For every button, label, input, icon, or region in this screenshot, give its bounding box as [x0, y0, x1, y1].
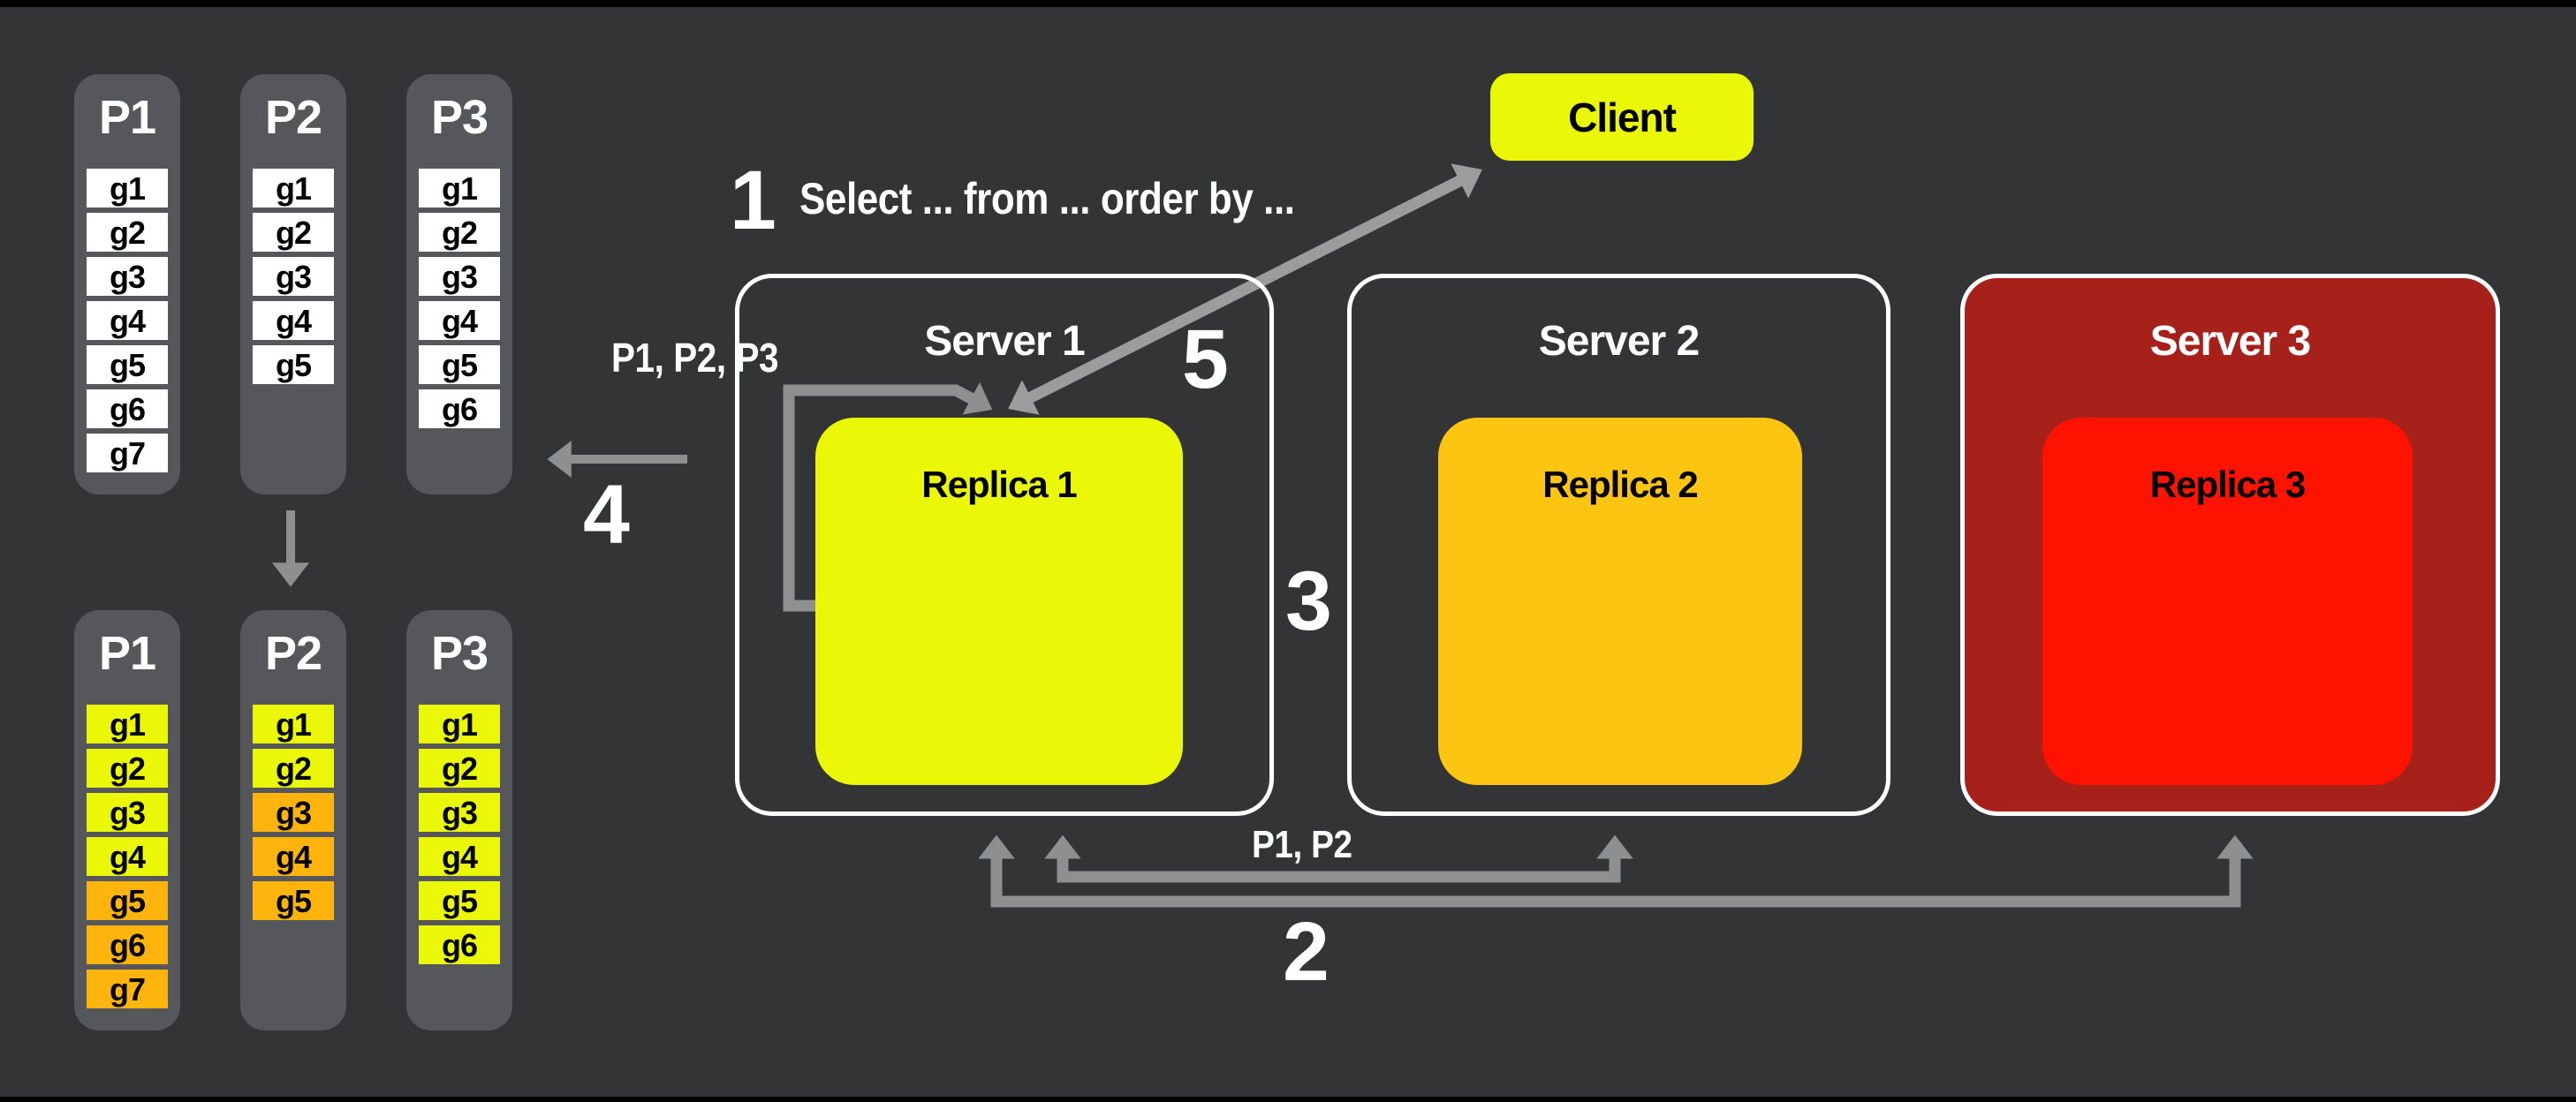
- partition-item-list: g1 g2 g3 g4 g5 g6 g7: [87, 705, 168, 1014]
- replica-1-box: Replica 1: [815, 418, 1183, 785]
- group-box-g5: g5: [419, 345, 500, 384]
- group-box-g4: g4: [253, 837, 334, 876]
- group-box-g4: g4: [253, 301, 334, 340]
- server-2-title: Server 2: [1538, 318, 1701, 365]
- partition-item-list: g1 g2 g3 g4 g5 g6: [419, 705, 500, 970]
- top-edge-bar: [0, 0, 2576, 7]
- group-box-g2: g2: [419, 213, 500, 252]
- server-1-box: Server 1 Replica 1: [735, 274, 1274, 816]
- group-box-g3: g3: [253, 793, 334, 832]
- group-box-g3: g3: [87, 257, 168, 296]
- step-number-5: 5: [1182, 313, 1229, 406]
- forward-to-server2-arrow: [1044, 834, 1633, 883]
- group-box-g1: g1: [419, 705, 500, 743]
- group-box-g6: g6: [87, 925, 168, 964]
- partition-label: P2: [264, 91, 322, 144]
- group-box-g6: g6: [419, 925, 500, 964]
- group-box-g4: g4: [87, 301, 168, 340]
- partition-column-p3-sorted: P3 g1 g2 g3 g4 g5 g6: [406, 610, 512, 1030]
- partition-group-sorted: P1 g1 g2 g3 g4 g5 g6 g7 P2 g1 g2 g3 g4 g5 P3 g1 g2 g3 g4 g5…: [74, 610, 534, 1032]
- group-box-g4: g4: [419, 837, 500, 876]
- group-box-g1: g1: [419, 169, 500, 208]
- partition-group-unsorted: P1 g1 g2 g3 g4 g5 g6 g7 P2 g1 g2 g3 g4 g5 P3 g1 g2 g3 g4 g5…: [74, 74, 534, 496]
- query-text: Select ... from ... order by ...: [799, 174, 1295, 223]
- group-box-g5: g5: [419, 881, 500, 920]
- group-box-g2: g2: [253, 749, 334, 788]
- server-1-title: Server 1: [924, 318, 1086, 365]
- partition-column-p2-sorted: P2 g1 g2 g3 g4 g5: [240, 610, 346, 1030]
- group-box-g3: g3: [419, 793, 500, 832]
- partition-label: P1: [98, 627, 156, 680]
- group-box-g3: g3: [419, 257, 500, 296]
- step-number-2: 2: [1283, 905, 1330, 999]
- server-3-title: Server 3: [2149, 318, 2312, 365]
- step-number-3: 3: [1285, 555, 1332, 648]
- replica-2-label: Replica 2: [1542, 464, 1698, 505]
- group-box-g1: g1: [253, 705, 334, 743]
- client-box: Client: [1490, 73, 1754, 161]
- server-3-box: Server 3 Replica 3: [1960, 274, 2500, 816]
- partition-label: P3: [430, 91, 489, 144]
- partition-column-p1-unsorted: P1 g1 g2 g3 g4 g5 g6 g7: [74, 74, 180, 494]
- partition-item-list: g1 g2 g3 g4 g5 g6 g7: [87, 169, 168, 478]
- partition-label: P1: [98, 91, 156, 144]
- replica-1-label: Replica 1: [921, 464, 1077, 505]
- group-box-g7: g7: [87, 434, 168, 472]
- group-box-g1: g1: [87, 705, 168, 743]
- forward-to-server3-arrow: [978, 834, 2254, 908]
- step-number-4: 4: [583, 468, 630, 562]
- group-box-g4: g4: [419, 301, 500, 340]
- group-box-g5: g5: [87, 345, 168, 384]
- group-box-g1: g1: [87, 169, 168, 208]
- partition-item-list: g1 g2 g3 g4 g5: [253, 169, 334, 389]
- partition-column-p2-unsorted: P2 g1 g2 g3 g4 g5: [240, 74, 346, 494]
- group-box-g6: g6: [87, 389, 168, 428]
- server-2-box: Server 2 Replica 2: [1347, 274, 1890, 816]
- partition-item-list: g1 g2 g3 g4 g5: [253, 705, 334, 925]
- group-box-g3: g3: [87, 793, 168, 832]
- group-box-g5: g5: [87, 881, 168, 920]
- replica-2-box: Replica 2: [1438, 418, 1802, 785]
- step-number-1: 1: [730, 154, 777, 247]
- replica-3-box: Replica 3: [2042, 418, 2413, 785]
- partition-item-list: g1 g2 g3 g4 g5 g6: [419, 169, 500, 434]
- group-box-g7: g7: [87, 970, 168, 1008]
- bottom-edge-bar: [0, 1097, 2576, 1102]
- partition-label: P3: [430, 627, 489, 680]
- partitions-forwarded-label: P1, P2: [1252, 823, 1352, 866]
- group-box-g2: g2: [87, 213, 168, 252]
- partition-label: P2: [264, 627, 322, 680]
- partitions-requested-label: P1, P2, P3: [611, 335, 779, 381]
- group-box-g2: g2: [253, 213, 334, 252]
- group-box-g5: g5: [253, 345, 334, 384]
- group-box-g2: g2: [419, 749, 500, 788]
- group-box-g3: g3: [253, 257, 334, 296]
- local-sort-loop-arrow: [783, 381, 993, 612]
- group-box-g1: g1: [253, 169, 334, 208]
- group-box-g6: g6: [419, 389, 500, 428]
- replica-3-label: Replica 3: [2149, 464, 2306, 505]
- group-box-g4: g4: [87, 837, 168, 876]
- partition-column-p1-sorted: P1 g1 g2 g3 g4 g5 g6 g7: [74, 610, 180, 1030]
- group-box-g5: g5: [253, 881, 334, 920]
- partition-column-p3-unsorted: P3 g1 g2 g3 g4 g5 g6: [406, 74, 512, 494]
- group-box-g2: g2: [87, 749, 168, 788]
